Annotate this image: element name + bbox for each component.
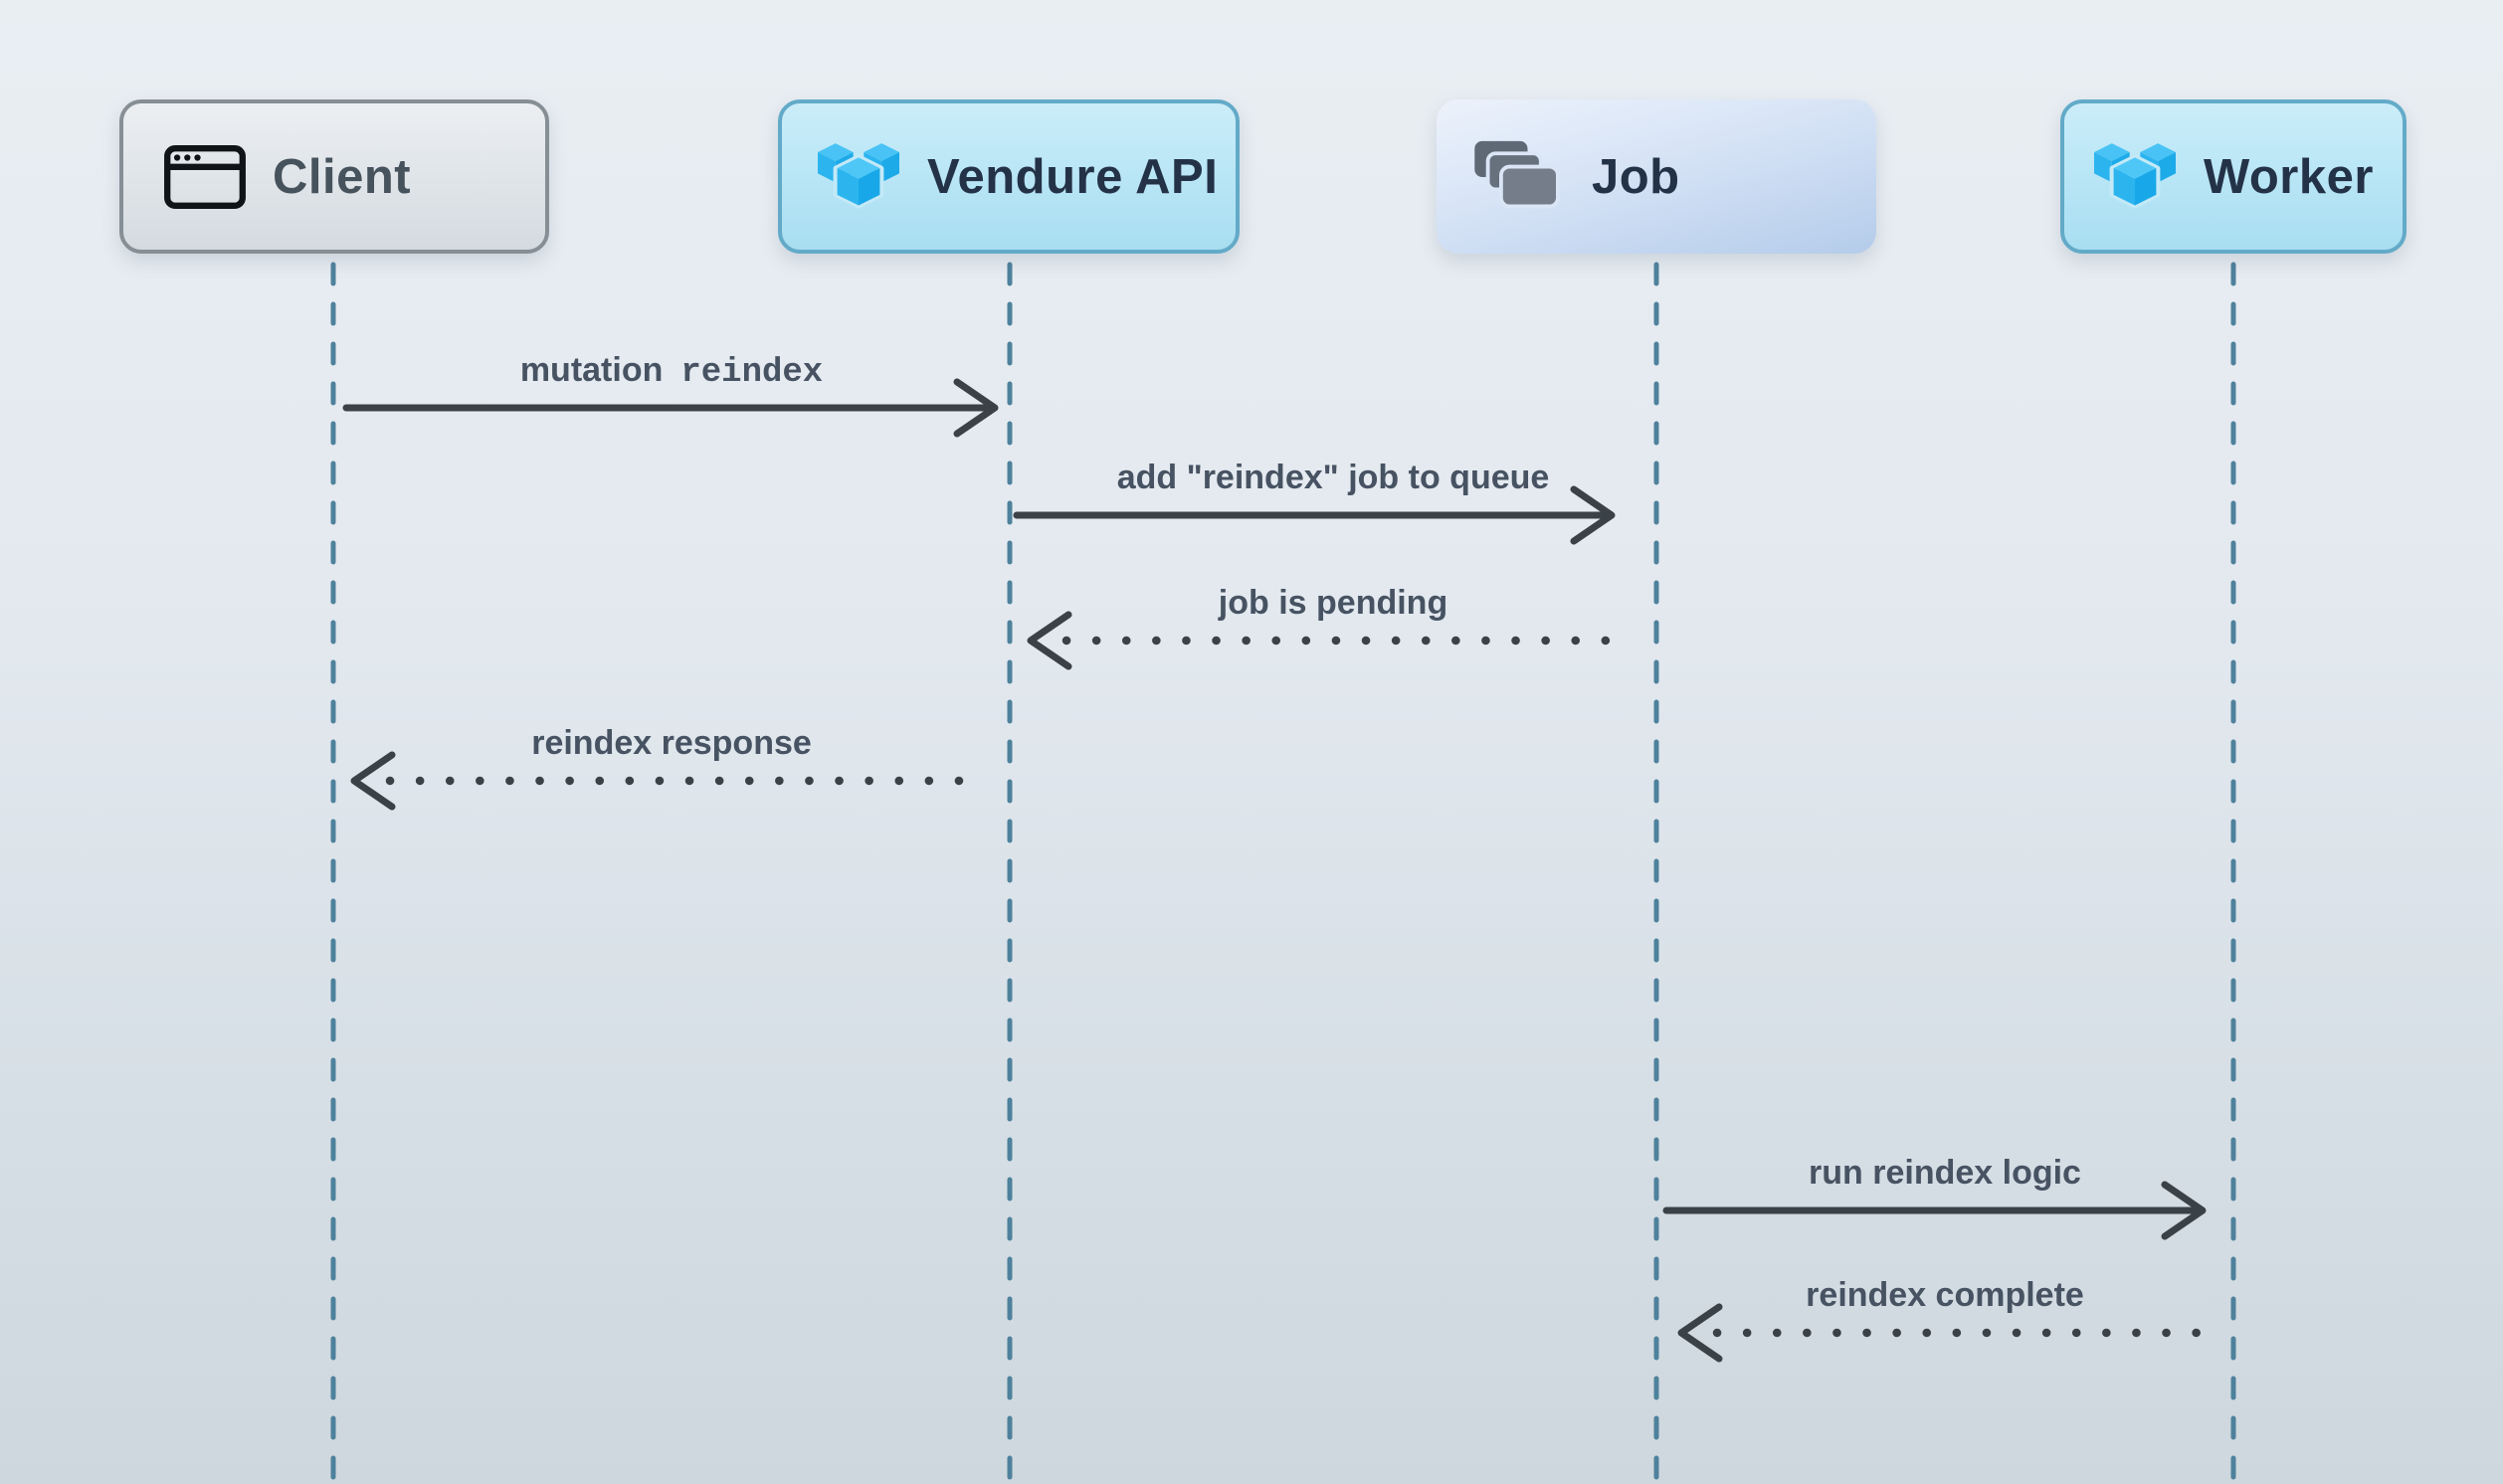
vendure-cubes-icon [818, 142, 899, 209]
arrowhead-left-icon [1027, 611, 1072, 670]
actor-job: Job [1437, 99, 1876, 254]
message-label-mutation-reindex: mutation reindex [333, 350, 1010, 393]
actor-client: Client [119, 99, 549, 254]
message-text: add "reindex" job to queue [1116, 459, 1550, 496]
message-code-text: reindex [680, 354, 824, 392]
arrowhead-left-icon [1677, 1303, 1723, 1363]
arrowhead-left-icon [350, 751, 396, 811]
message-label-reindex-response: reindex response [333, 723, 1010, 763]
arrowhead-right-icon [953, 378, 999, 438]
message-text: reindex complete [1806, 1276, 2084, 1314]
message-label-reindex-complete: reindex complete [1656, 1275, 2233, 1315]
stacked-cards-icon [1474, 140, 1560, 208]
arrowhead-right-icon [2161, 1181, 2207, 1240]
message-label-job-pending: job is pending [1010, 583, 1656, 623]
actor-vendure-api: Vendure API [778, 99, 1240, 254]
message-label-add-job: add "reindex" job to queue [1010, 458, 1656, 497]
message-label-run-reindex: run reindex logic [1656, 1153, 2233, 1193]
actor-label: Job [1592, 149, 1680, 204]
actor-label: Worker [2204, 149, 2374, 204]
message-text: mutation [519, 351, 664, 389]
message-text: reindex response [531, 724, 812, 762]
actor-label: Vendure API [927, 149, 1219, 204]
actor-worker: Worker [2060, 99, 2407, 254]
arrowhead-right-icon [1570, 485, 1616, 545]
vendure-cubes-icon [2094, 142, 2176, 209]
message-text: job is pending [1218, 584, 1448, 622]
message-text: run reindex logic [1809, 1154, 2081, 1192]
actor-label: Client [273, 149, 412, 204]
browser-window-icon [164, 144, 246, 209]
